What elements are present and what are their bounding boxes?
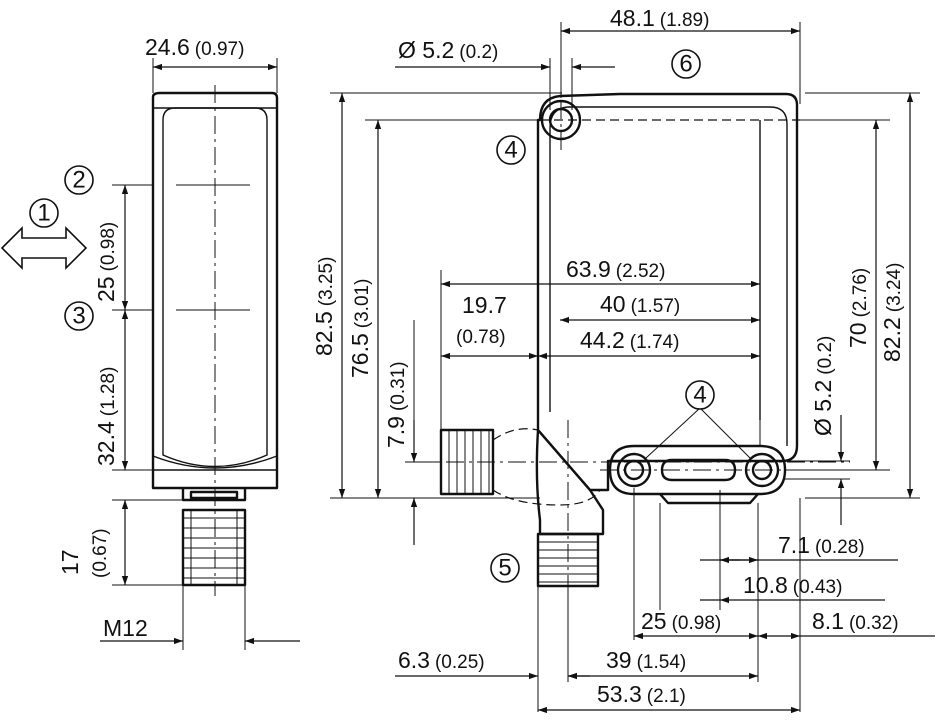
callout-4-bottom: 4	[645, 380, 751, 459]
callout-4-top: 4	[496, 135, 526, 165]
dim-top-48-label: 48.1(1.89)	[610, 5, 709, 31]
dim-hole-top-label: Ø 5.2(0.2)	[398, 37, 498, 63]
dim-70-label: 70(2.76)	[845, 268, 871, 348]
side-view-connector-neck	[181, 488, 247, 502]
svg-text:5: 5	[498, 555, 511, 582]
connector-housing	[535, 428, 605, 536]
dim-40-label: 40(1.57)	[600, 291, 680, 317]
front-dimensions: 48.1(1.89) Ø 5.2(0.2) 82.5(3.25) 76.5(3.…	[311, 5, 935, 714]
dim-63-label: 6.3(0.25)	[398, 647, 485, 673]
dim-plug-inch-label: (0.67)	[90, 528, 111, 578]
dim-822-label: 82.2(3.24)	[879, 263, 905, 362]
side-view-thread-hatching	[183, 510, 245, 585]
dim-197-inch-label: (0.78)	[456, 327, 506, 348]
dim-81-label: 8.1(0.32)	[812, 608, 899, 634]
double-arrow-icon	[0, 226, 88, 270]
dim-hole-right-label: Ø 5.2(0.2)	[810, 336, 836, 436]
callout-5: 5	[490, 553, 520, 583]
dim-197-label: 19.7	[462, 292, 507, 318]
callout-1: 1	[29, 198, 59, 228]
side-view: 24.6(0.97) 25(0.98) 32.4(1.28) 17 (0.67)…	[0, 34, 300, 650]
callout-3: 3	[64, 301, 94, 331]
mounting-bracket-foot	[659, 493, 759, 505]
connector-swivel-path	[492, 428, 601, 506]
front-view-housing	[536, 92, 799, 492]
dim-height-765-label: 76.5(3.01)	[347, 279, 373, 378]
svg-text:1: 1	[37, 200, 50, 227]
svg-text:6: 6	[679, 51, 692, 78]
dim-plug-label: 17	[57, 549, 83, 575]
dim-533-label: 53.3(2.1)	[597, 681, 686, 707]
side-view-housing	[151, 91, 279, 490]
callout-6: 6	[671, 49, 701, 79]
side-view-front-window	[162, 107, 268, 468]
dim-25b-label: 25(0.98)	[641, 608, 721, 634]
svg-text:4: 4	[504, 137, 517, 164]
dim-108-label: 10.8(0.43)	[743, 572, 842, 598]
dim-79-label: 7.9(0.31)	[383, 361, 409, 448]
dim-thread-label: M12	[103, 615, 148, 641]
dim-639-label: 63.9(2.52)	[566, 256, 665, 282]
dim-width-side-label: 24.6(0.97)	[145, 34, 244, 60]
mounting-slot	[660, 458, 737, 482]
dim-39-label: 39(1.54)	[606, 647, 686, 673]
svg-text:2: 2	[72, 167, 85, 194]
dim-height-32-label: 32.4(1.28)	[93, 367, 119, 466]
dim-height-825-label: 82.5(3.25)	[311, 257, 337, 356]
side-view-connector-collar	[189, 490, 239, 500]
dim-442-label: 44.2(1.74)	[580, 327, 679, 353]
callout-2: 2	[64, 165, 94, 195]
dim-71-label: 7.1(0.28)	[778, 532, 865, 558]
svg-text:4: 4	[693, 382, 706, 409]
dim-pitch-label: 25(0.98)	[93, 222, 119, 302]
mounting-bracket	[608, 444, 787, 496]
svg-text:3: 3	[72, 303, 85, 330]
